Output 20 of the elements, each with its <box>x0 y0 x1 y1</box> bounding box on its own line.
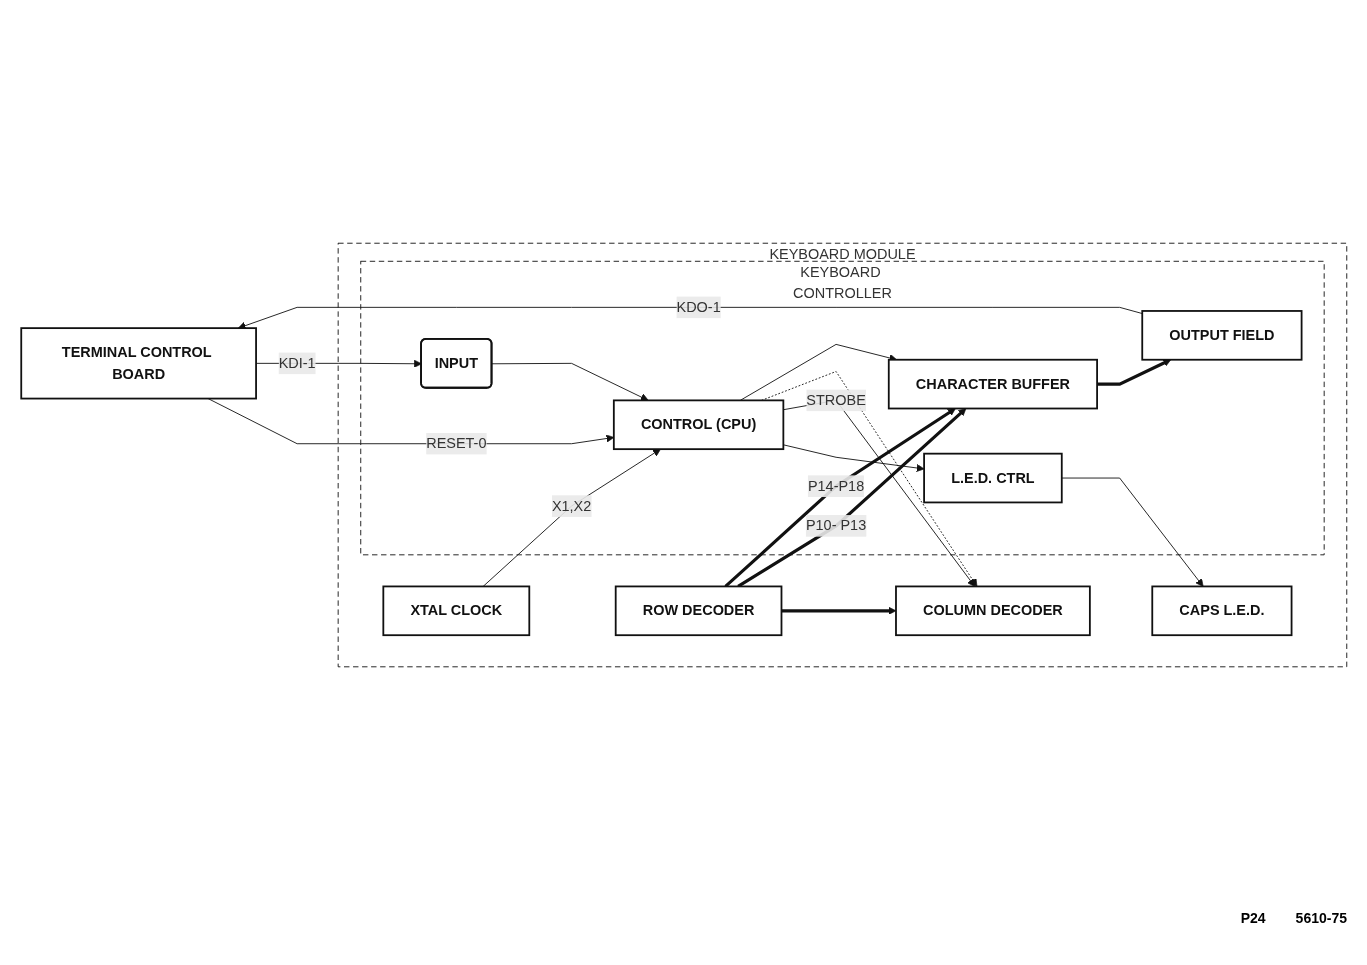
note-label: 5610-75 <box>1295 910 1347 926</box>
edge-label: X1,X2 <box>551 497 591 514</box>
arrow <box>781 606 896 615</box>
node-box: COLUMN DECODER <box>894 585 1091 637</box>
edge-label: KDO-1 <box>676 299 721 315</box>
edge-label: STROBE <box>805 392 866 408</box>
edge-label: P10- P13 <box>805 517 866 534</box>
edge-label: RESET-0 <box>425 435 486 451</box>
node-box: ROW DECODER <box>614 585 782 637</box>
node-box: CONTROL (CPU) <box>612 399 784 451</box>
node-box: L.E.D. CTRL <box>922 452 1063 504</box>
node-box: CHARACTER BUFFER <box>887 358 1098 410</box>
node-box: CAPS L.E.D. <box>1150 585 1292 637</box>
arrow <box>1096 359 1171 386</box>
edge-label: P14-P18 <box>807 478 864 494</box>
note-label: P24 <box>1240 910 1266 926</box>
node-box: XTAL CLOCK <box>381 585 530 637</box>
node-box: OUTPUT FIELD <box>1140 310 1302 361</box>
edge-label: KDI-1 <box>278 355 316 371</box>
node-box: TERMINAL CONTROL BOARD <box>19 327 257 400</box>
